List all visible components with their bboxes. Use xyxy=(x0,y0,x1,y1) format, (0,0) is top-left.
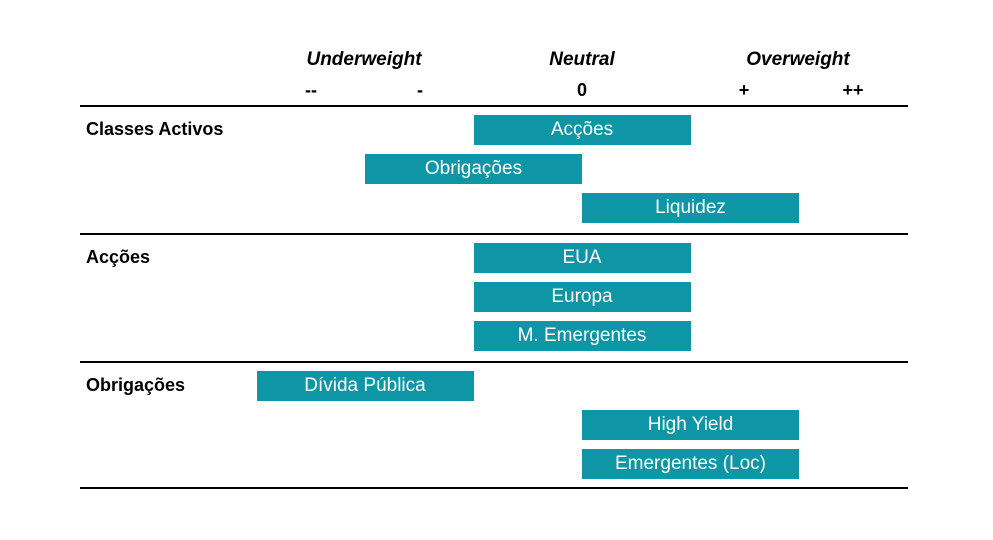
section-divider xyxy=(80,361,908,363)
section-title: Obrigações xyxy=(86,375,186,395)
position-bar: High Yield xyxy=(582,410,799,440)
section-title: Acções xyxy=(86,247,151,267)
position-bar: M. Emergentes xyxy=(473,321,691,351)
position-bar: Liquidez xyxy=(582,193,799,223)
position-bar: Europa xyxy=(473,282,691,312)
position-bar: Emergentes (Loc) xyxy=(582,449,799,479)
section-divider xyxy=(80,233,908,235)
scale-header: Overweight xyxy=(746,49,850,70)
scale-header: Neutral xyxy=(549,49,615,70)
section-title: Classes Activos xyxy=(86,119,224,139)
scale-tick: - xyxy=(417,80,423,100)
position-bar: Acções xyxy=(473,115,691,145)
position-bar: Obrigações xyxy=(365,154,582,184)
position-bar: Dívida Pública xyxy=(256,371,474,401)
scale-tick: + xyxy=(738,80,750,100)
scale-tick: 0 xyxy=(576,80,588,100)
section-divider xyxy=(80,105,908,107)
bottom-rule xyxy=(80,487,908,489)
scale-tick: ++ xyxy=(842,80,864,100)
position-bar: EUA xyxy=(473,243,691,273)
scale-header: Underweight xyxy=(306,49,422,70)
scale-tick: -- xyxy=(305,80,317,100)
